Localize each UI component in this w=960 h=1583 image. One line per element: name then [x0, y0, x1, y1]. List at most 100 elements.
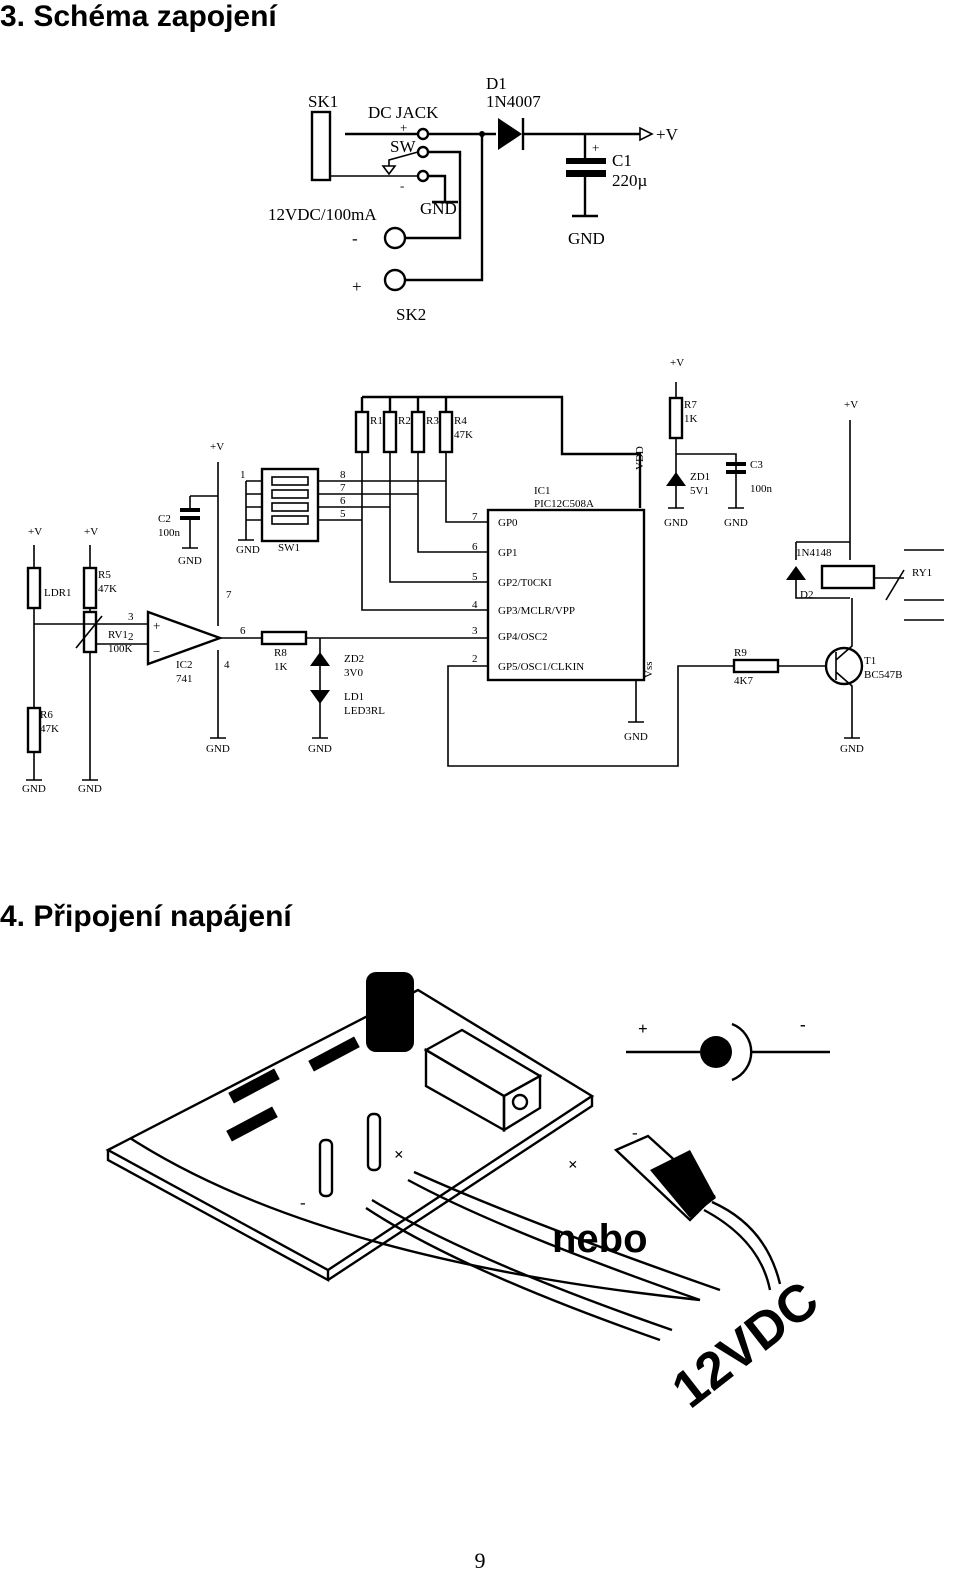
- d2-diode: [786, 566, 806, 580]
- or-label: nebo: [552, 1217, 648, 1261]
- r5-value: 47K: [98, 583, 117, 595]
- ldr1-label: LDR1: [44, 587, 72, 599]
- c1-plate-bottom: [566, 170, 606, 177]
- ic1-pin-gp1: GP1: [498, 547, 518, 559]
- ld1-led: [310, 690, 330, 704]
- ldr1: [26, 566, 42, 610]
- main-circuit: R1 R2 R3 R4 47K 1 8 7 6 5 SW1 GND IC1 PI…: [22, 357, 944, 795]
- svg-text:2: 2: [128, 631, 134, 643]
- svg-text:+V: +V: [210, 441, 224, 453]
- jack-terminal-minus: [416, 169, 430, 183]
- svg-text:7: 7: [340, 482, 346, 494]
- t1-transistor: [824, 646, 864, 686]
- sk2-terminal-plus: [383, 268, 407, 292]
- r6-value: 47K: [40, 723, 59, 735]
- r2-label: R2: [398, 415, 411, 427]
- sk1-connector: [310, 110, 332, 182]
- svg-text:3: 3: [128, 611, 134, 623]
- jack-terminal-plus: [416, 127, 430, 141]
- c1-value: 220µ: [612, 171, 648, 190]
- pcb-board: [105, 988, 595, 1272]
- svg-text:4: 4: [472, 599, 478, 611]
- svg-text:GND: GND: [840, 743, 864, 755]
- svg-text:GND: GND: [664, 517, 688, 529]
- r4-resistor: [438, 410, 454, 454]
- pcb-pin-minus: [318, 1138, 334, 1198]
- t1-label: T1: [864, 655, 876, 667]
- ic1-pin-gp5: GP5/OSC1/CLKIN: [498, 661, 584, 673]
- ld1-label: LD1: [344, 691, 364, 703]
- sk2-plus-sign: +: [352, 277, 362, 296]
- gp3-line: [361, 452, 488, 611]
- ic2-ref: IC2: [176, 659, 193, 671]
- svg-text:−: −: [153, 644, 160, 659]
- svg-text:GND: GND: [236, 544, 260, 556]
- svg-text:6: 6: [240, 625, 246, 637]
- zd2-label: ZD2: [344, 653, 364, 665]
- c1-plus: +: [592, 140, 599, 155]
- section-heading-schema: 3. Schéma zapojení: [0, 0, 277, 33]
- page-number: 9: [474, 1548, 486, 1573]
- svg-text:4: 4: [224, 659, 230, 671]
- c3-capacitor: [726, 462, 746, 466]
- ic1-pin-gp4: GP4/OSC2: [498, 631, 548, 643]
- r8-label: R8: [274, 647, 287, 659]
- sw-label: SW: [390, 137, 416, 156]
- jack-minus-sign: -: [400, 178, 404, 193]
- supply-rating-label: 12VDC/100mA: [268, 205, 377, 224]
- r9-value: 4K7: [734, 675, 753, 687]
- c1-gnd-label: GND: [568, 229, 605, 248]
- r9-resistor: [732, 658, 780, 674]
- power-input-circuit: SK1 DC JACK + - SW D1 1N4007 +V + C1 220…: [268, 74, 679, 324]
- svg-text:GND: GND: [624, 731, 648, 743]
- svg-text:6: 6: [340, 495, 346, 507]
- zd1-value: 5V1: [690, 485, 709, 497]
- d2-label: D2: [800, 589, 813, 601]
- sk2-minus-wire: [405, 150, 462, 240]
- r2-resistor: [382, 410, 398, 454]
- svg-text:GND: GND: [206, 743, 230, 755]
- sk2-label: SK2: [396, 305, 426, 324]
- r7-value: 1K: [684, 413, 698, 425]
- dc-jack-label: DC JACK: [368, 103, 439, 122]
- power-connection-illustration: - × × - + - nebo 12VDC: [105, 972, 830, 1420]
- r6-resistor: [26, 706, 42, 754]
- jack-plus-sign: +: [400, 120, 407, 135]
- svg-text:5: 5: [472, 571, 478, 583]
- pullup-rail: [362, 395, 642, 508]
- gp2-line: [389, 452, 488, 583]
- ry1-label: RY1: [912, 567, 932, 579]
- sw-link: [330, 151, 419, 177]
- ic1-value: PIC12C508A: [534, 498, 594, 510]
- r1-label: R1: [370, 415, 383, 427]
- sk1-label: SK1: [308, 92, 338, 111]
- r7-label: R7: [684, 399, 697, 411]
- sw1-dip: [260, 467, 320, 543]
- t1-value: BC547B: [864, 669, 903, 681]
- vplus-arrow: [639, 126, 654, 142]
- ic2-value: 741: [176, 673, 193, 685]
- svg-text:GND: GND: [724, 517, 748, 529]
- sk2-minus-sign: -: [352, 229, 358, 248]
- polarity-plus: +: [638, 1019, 648, 1038]
- svg-text:+V: +V: [28, 526, 42, 538]
- r4-label: R4: [454, 415, 467, 427]
- svg-text:+V: +V: [670, 357, 684, 369]
- svg-text:-: -: [632, 1123, 638, 1142]
- svg-text:GND: GND: [78, 783, 102, 795]
- voltage-label: 12VDC: [662, 1271, 830, 1420]
- svg-text:VDD: VDD: [634, 446, 646, 470]
- pcb-resistor-3: [308, 1036, 360, 1072]
- svg-text:-: -: [300, 1193, 306, 1212]
- svg-text:Vss: Vss: [643, 661, 655, 678]
- svg-text:2: 2: [472, 653, 478, 665]
- ry1-coil: [820, 564, 876, 590]
- r8-resistor: [260, 630, 308, 646]
- gp5-wire: [447, 665, 734, 767]
- svg-text:GND: GND: [308, 743, 332, 755]
- ld1-value: LED3RL: [344, 705, 385, 717]
- c3-value: 100n: [750, 483, 773, 495]
- rv1-value: 100K: [108, 643, 133, 655]
- pcb-resistor-2: [226, 1106, 278, 1142]
